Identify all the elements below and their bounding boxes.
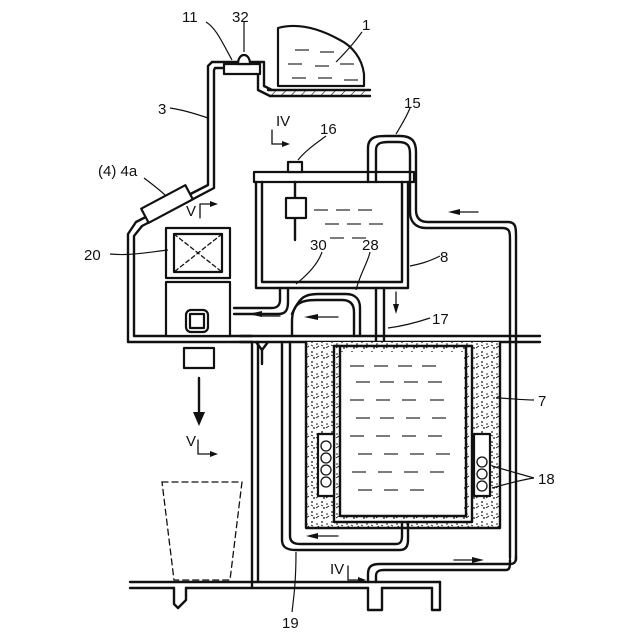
labels: 11 32 1 3 15 16 IV (4) 4a V 20 30 28 8 1…: [84, 9, 555, 632]
cup: [162, 482, 242, 580]
label-30: 30: [310, 237, 327, 254]
label-IV-top: IV: [276, 113, 290, 130]
label-8: 8: [440, 249, 448, 266]
label-28: 28: [362, 237, 379, 254]
label-20: 20: [84, 247, 101, 264]
label-1: 1: [362, 17, 370, 34]
label-18: 18: [538, 471, 555, 488]
label-32: 32: [232, 9, 249, 26]
label-16: 16: [320, 121, 337, 138]
valve-20: [166, 228, 230, 278]
pipe-30-28: [234, 288, 360, 336]
label-19: 19: [282, 615, 299, 632]
label-11: 11: [182, 9, 198, 26]
pump-body: [166, 282, 230, 426]
label-15: 15: [404, 95, 421, 112]
label-4a: (4) 4a: [98, 163, 138, 180]
label-IV-bottom: IV: [330, 561, 344, 578]
label-V-bottom: V: [186, 433, 196, 450]
label-3: 3: [158, 101, 166, 118]
tank-8: [254, 162, 414, 288]
pipe-17: [376, 288, 399, 346]
supply-hopper: [268, 26, 370, 96]
label-V-top: V: [186, 203, 196, 220]
label-7: 7: [538, 393, 546, 410]
heater-7: [306, 342, 500, 528]
label-17: 17: [432, 311, 449, 328]
